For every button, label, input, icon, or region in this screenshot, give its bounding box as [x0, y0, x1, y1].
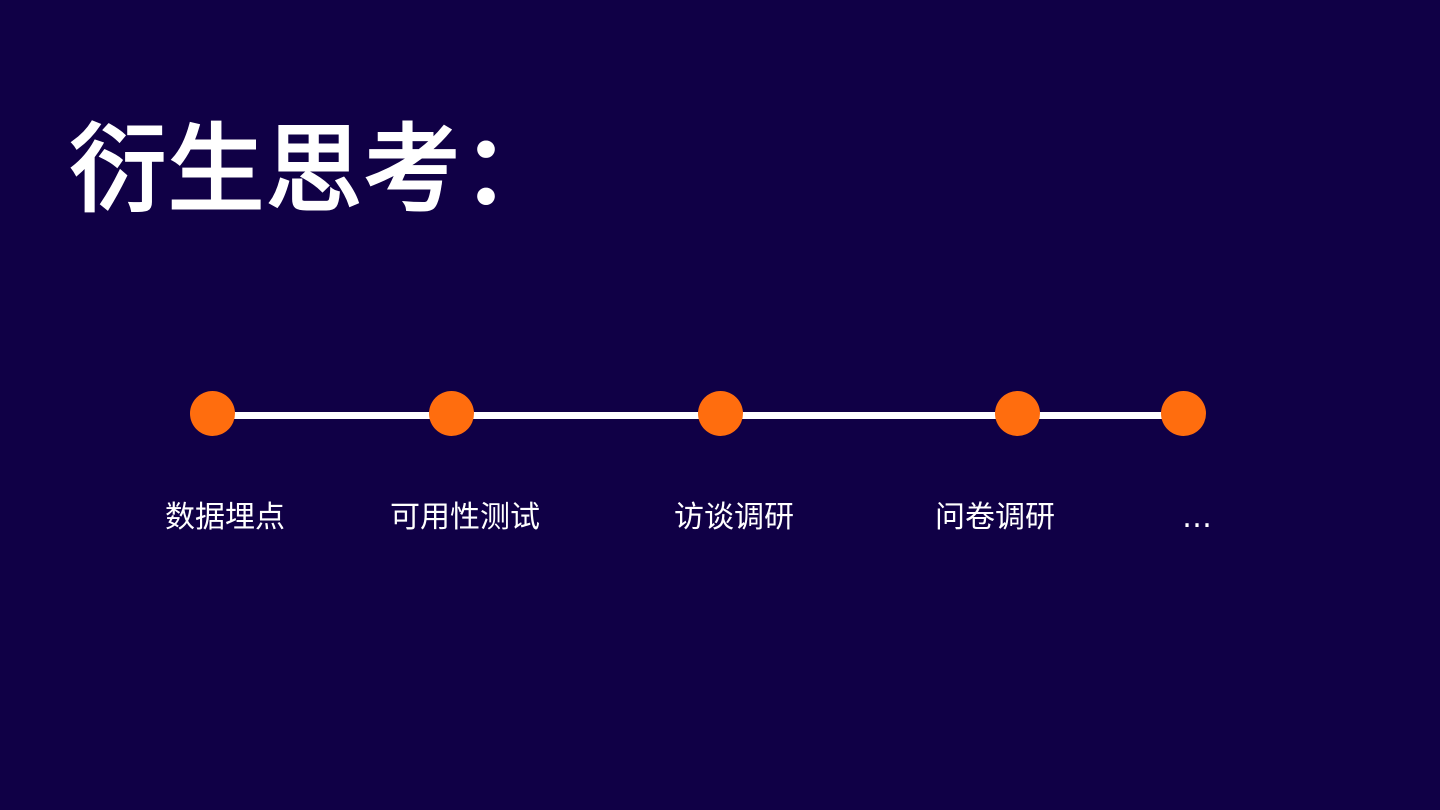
timeline-node-interview-research: [697, 391, 743, 436]
timeline-label-interview-research: 访谈调研: [674, 500, 794, 535]
timeline-node-more: [1160, 391, 1206, 436]
timeline-label-more: …: [1182, 500, 1212, 535]
timeline-label-usability-testing: 可用性测试: [390, 500, 540, 535]
timeline-label-data-tracking: 数据埋点: [165, 500, 285, 535]
timeline-node-survey-research: [994, 391, 1040, 436]
timeline-node-usability-testing: [428, 391, 474, 436]
timeline-label-survey-research: 问卷调研: [935, 500, 1055, 535]
slide-title: 衍生思考：: [70, 114, 560, 226]
timeline-node-data-tracking: [189, 391, 235, 436]
